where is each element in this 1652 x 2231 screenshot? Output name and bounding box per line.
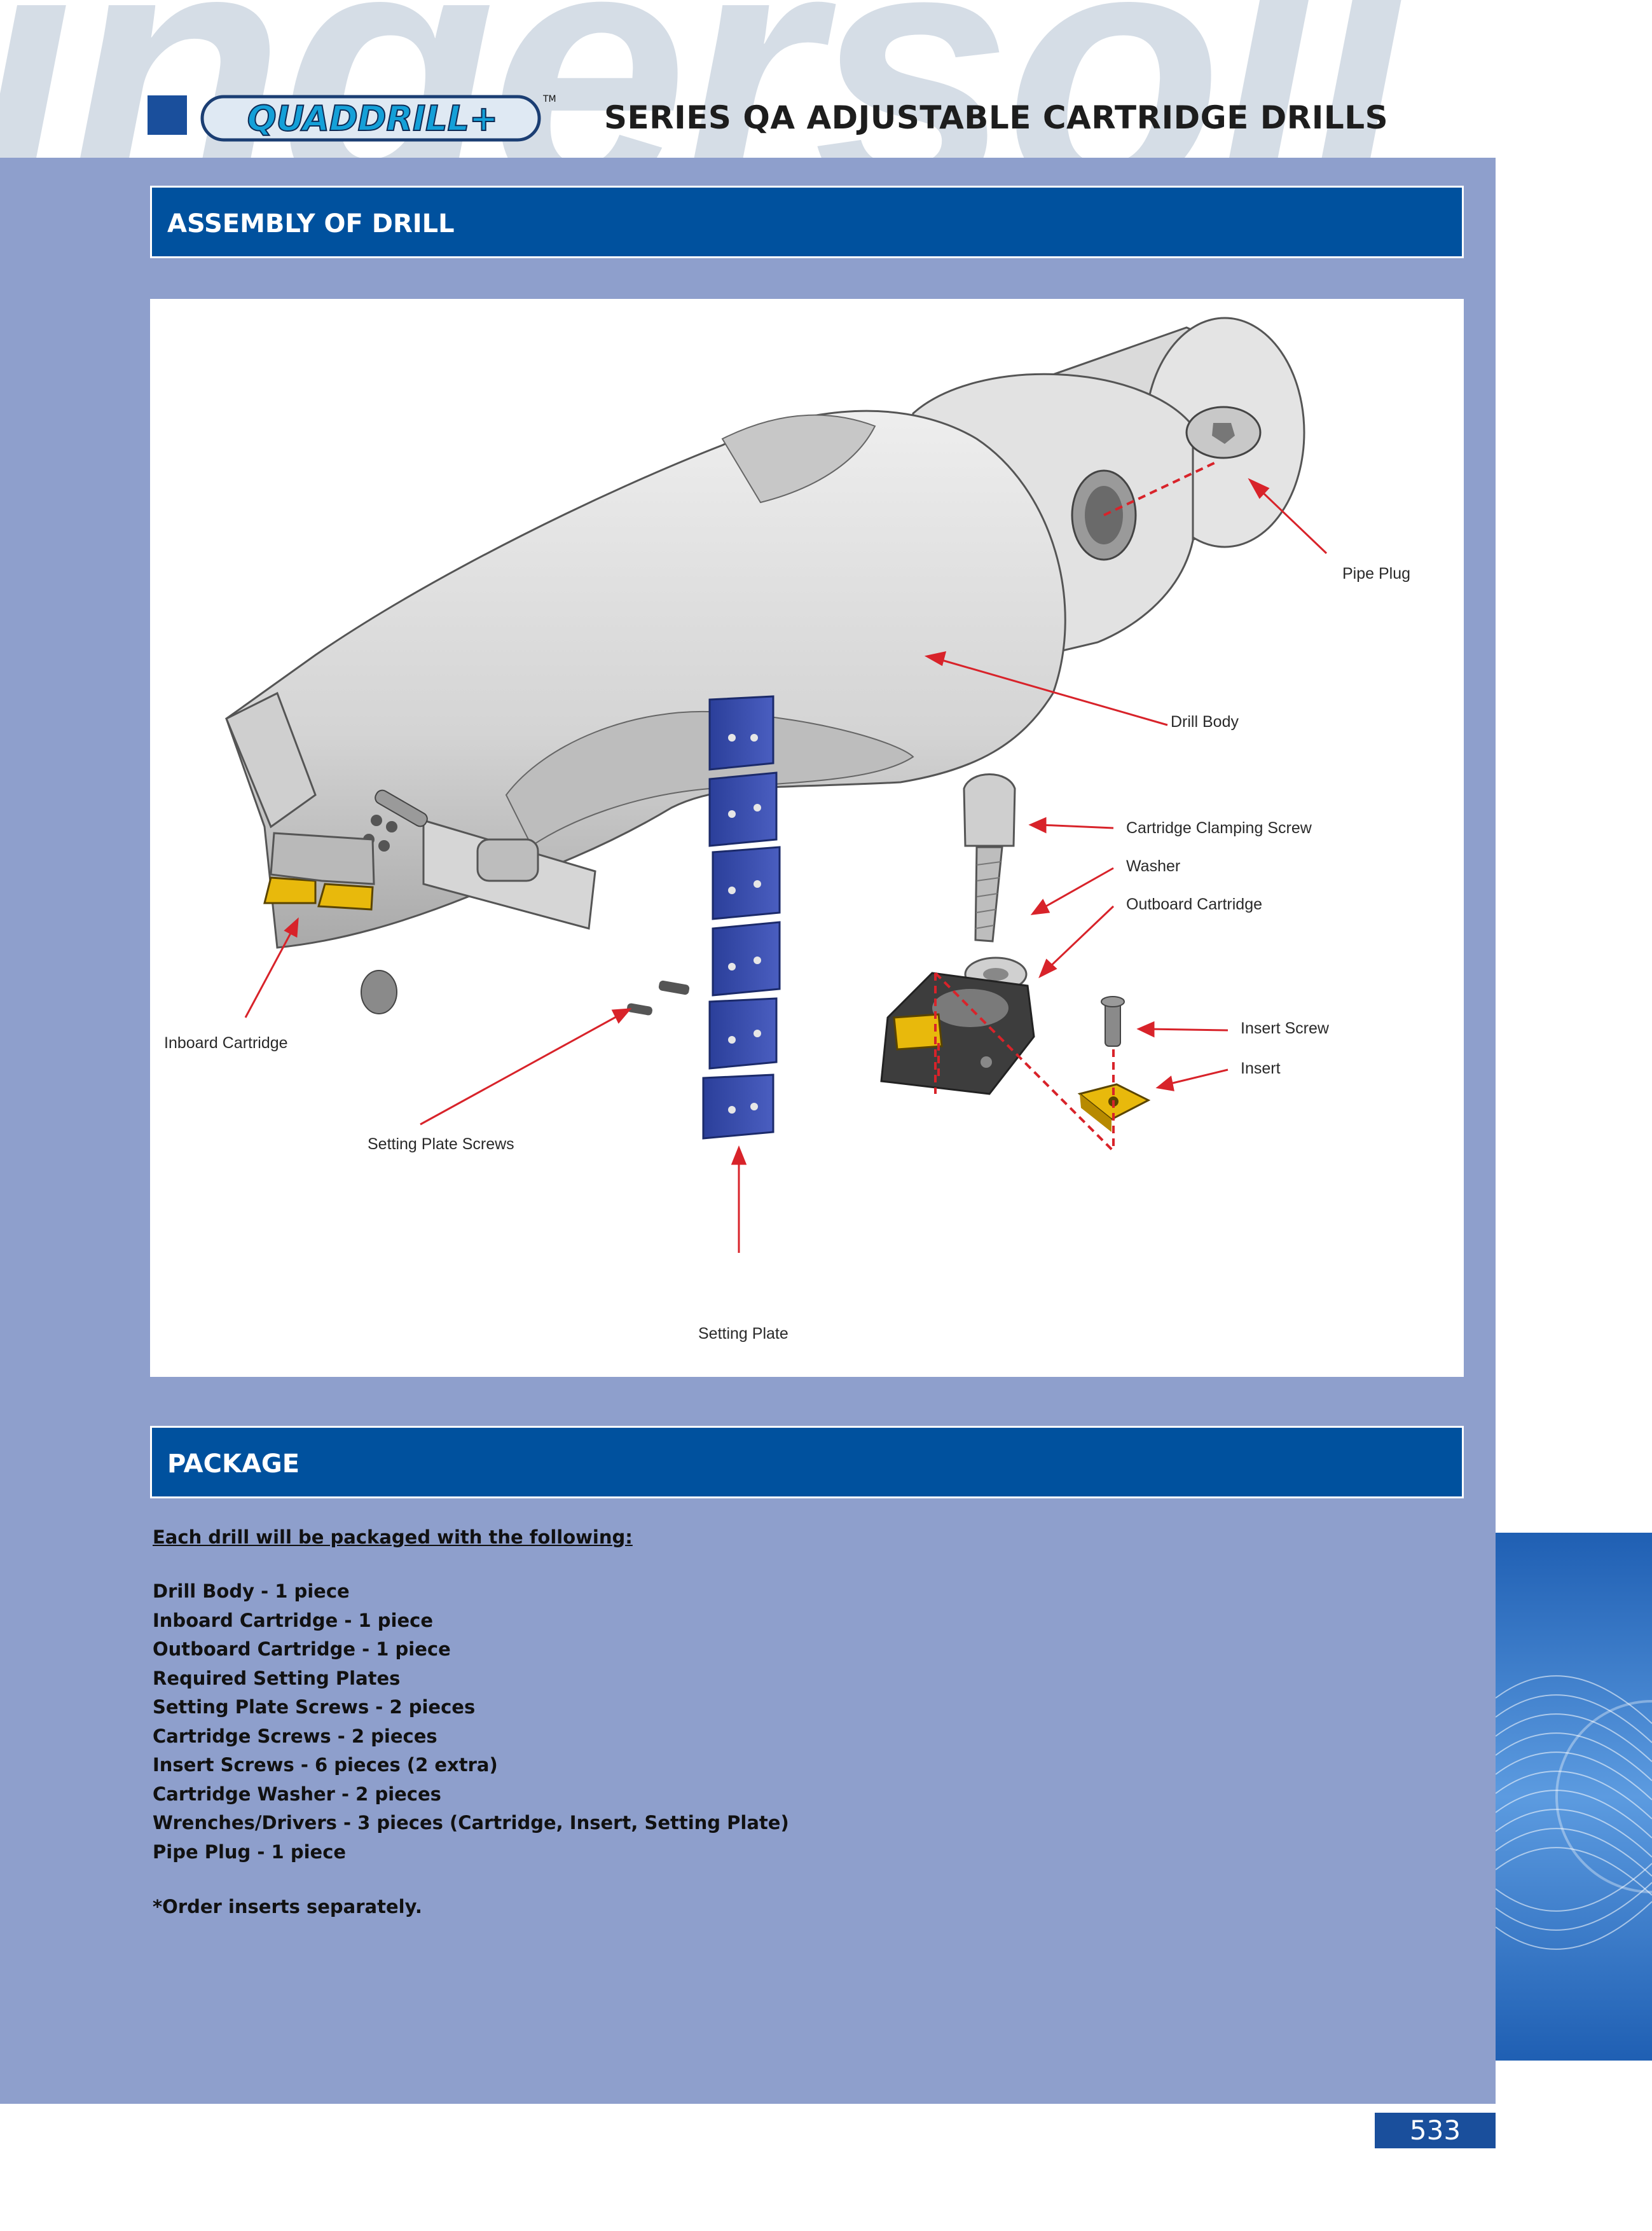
drill-body [225, 410, 1066, 1014]
callout-setting-plate: Setting Plate [698, 1325, 788, 1343]
package-intro: Each drill will be packaged with the fol… [153, 1526, 633, 1548]
package-item: Required Setting Plates [153, 1667, 401, 1689]
package-item: Drill Body - 1 piece [153, 1580, 350, 1602]
package-item: Cartridge Screws - 2 pieces [153, 1725, 437, 1747]
package-heading-bar: PACKAGE [150, 1426, 1464, 1498]
callout-drill-body: Drill Body [1171, 713, 1239, 731]
callout-insert: Insert [1241, 1060, 1281, 1077]
package-item: Wrenches/Drivers - 3 pieces (Cartridge, … [153, 1812, 789, 1834]
insert-screw [1101, 996, 1125, 1047]
package-item: Insert Screws - 6 pieces (2 extra) [153, 1754, 498, 1776]
callout-washer: Washer [1126, 857, 1180, 875]
package-item: Outboard Cartridge - 1 piece [153, 1638, 451, 1660]
outboard-cartridge [880, 972, 1035, 1095]
exploded-drill-illustration: Pipe Plug Drill Body Cartridge Clamping … [164, 317, 1410, 1343]
setting-plate-screws [627, 980, 690, 1016]
decorative-wave-graphic [1496, 1533, 1652, 2061]
assembly-heading-bar: ASSEMBLY OF DRILL [150, 186, 1464, 258]
package-item: Setting Plate Screws - 2 pieces [153, 1696, 476, 1718]
inboard-cartridge [263, 832, 375, 911]
logo-trademark: TM [542, 94, 556, 104]
package-item: Pipe Plug - 1 piece [153, 1841, 347, 1863]
pipe-plug [1185, 406, 1262, 459]
package-item: Cartridge Washer - 2 pieces [153, 1783, 441, 1805]
callout-outboard-cartridge: Outboard Cartridge [1126, 895, 1262, 913]
callout-inboard-cartridge: Inboard Cartridge [164, 1034, 288, 1052]
cartridge-clamping-screw [963, 773, 1016, 943]
logo-wordmark: QUADDRILL+ [247, 99, 499, 139]
callout-pipe-plug: Pipe Plug [1342, 565, 1410, 583]
package-note: *Order inserts separately. [153, 1896, 422, 1917]
quaddrill-logo: QUADDRILL+ TM [200, 94, 556, 142]
package-heading: PACKAGE [167, 1449, 300, 1479]
assembly-diagram: Pipe Plug Drill Body Cartridge Clamping … [150, 299, 1464, 1377]
callout-leaders [244, 478, 1328, 1253]
assembly-guide-lines [934, 460, 1219, 1152]
page-header: QUADDRILL+ TM SERIES QA ADJUSTABLE CARTR… [148, 88, 1483, 158]
callout-insert-screw: Insert Screw [1241, 1019, 1330, 1037]
package-item: Inboard Cartridge - 1 piece [153, 1609, 434, 1631]
callout-cartridge-clamping-screw: Cartridge Clamping Screw [1126, 819, 1312, 837]
package-contents: Each drill will be packaged with the fol… [153, 1526, 789, 1917]
header-square-marker [148, 95, 187, 135]
assembly-heading: ASSEMBLY OF DRILL [167, 209, 455, 238]
page-number: 533 [1375, 2113, 1496, 2148]
callout-setting-plate-screws: Setting Plate Screws [368, 1135, 514, 1153]
page-title: SERIES QA ADJUSTABLE CARTRIDGE DRILLS [604, 99, 1389, 136]
setting-plates [702, 695, 781, 1140]
